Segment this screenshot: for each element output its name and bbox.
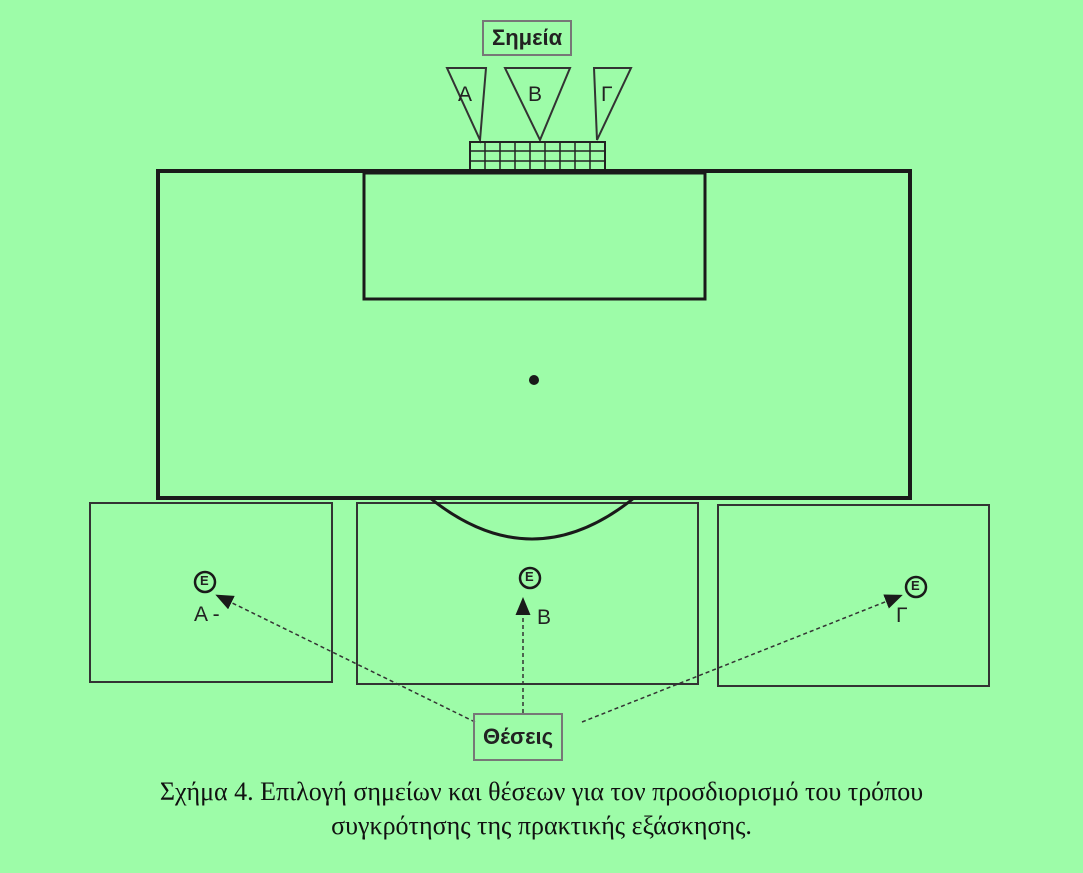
caption-line-2: συγκρότησης της πρακτικής εξάσκησης.: [331, 811, 752, 840]
player-symbol-g: Ε: [911, 578, 920, 593]
point-cones: [445, 67, 633, 144]
player-marker-b: [518, 566, 542, 590]
zone-b: [356, 502, 699, 685]
player-marker-g: [904, 575, 928, 599]
zone-a: [89, 502, 333, 683]
penalty-arc: [429, 496, 635, 541]
position-label-b: Β: [537, 606, 552, 629]
cone-g: [592, 67, 633, 141]
cone-label-b: Β: [528, 83, 543, 106]
cone-label-a: Α: [458, 83, 473, 106]
penalty-area: [156, 169, 912, 500]
goal-net: [469, 141, 606, 173]
zone-g: [717, 504, 990, 687]
cone-label-g: Γ: [601, 83, 613, 106]
positions-label-box: Θέσεις: [473, 713, 564, 761]
penalty-spot: [529, 375, 539, 385]
player-marker-a: [193, 570, 217, 594]
cone-b: [503, 67, 572, 143]
player-symbol-b: Ε: [525, 569, 534, 584]
position-label-a: Α -: [194, 603, 220, 626]
goal-area: [362, 171, 707, 301]
position-arrows: [215, 594, 903, 723]
caption-line-1: Σχήμα 4. Επιλογή σημείων και θέσεων για …: [159, 777, 924, 806]
points-label-box: Σημεία: [482, 20, 573, 56]
arrow-to-g: [581, 594, 903, 723]
player-markers: [193, 566, 928, 599]
figure-caption: Σχήμα 4. Επιλογή σημείων και θέσεων για …: [40, 775, 1043, 843]
player-symbol-a: Ε: [200, 573, 209, 588]
position-label-g: Γ: [896, 604, 908, 627]
cone-a: [445, 67, 488, 144]
arrow-to-a: [215, 594, 476, 723]
